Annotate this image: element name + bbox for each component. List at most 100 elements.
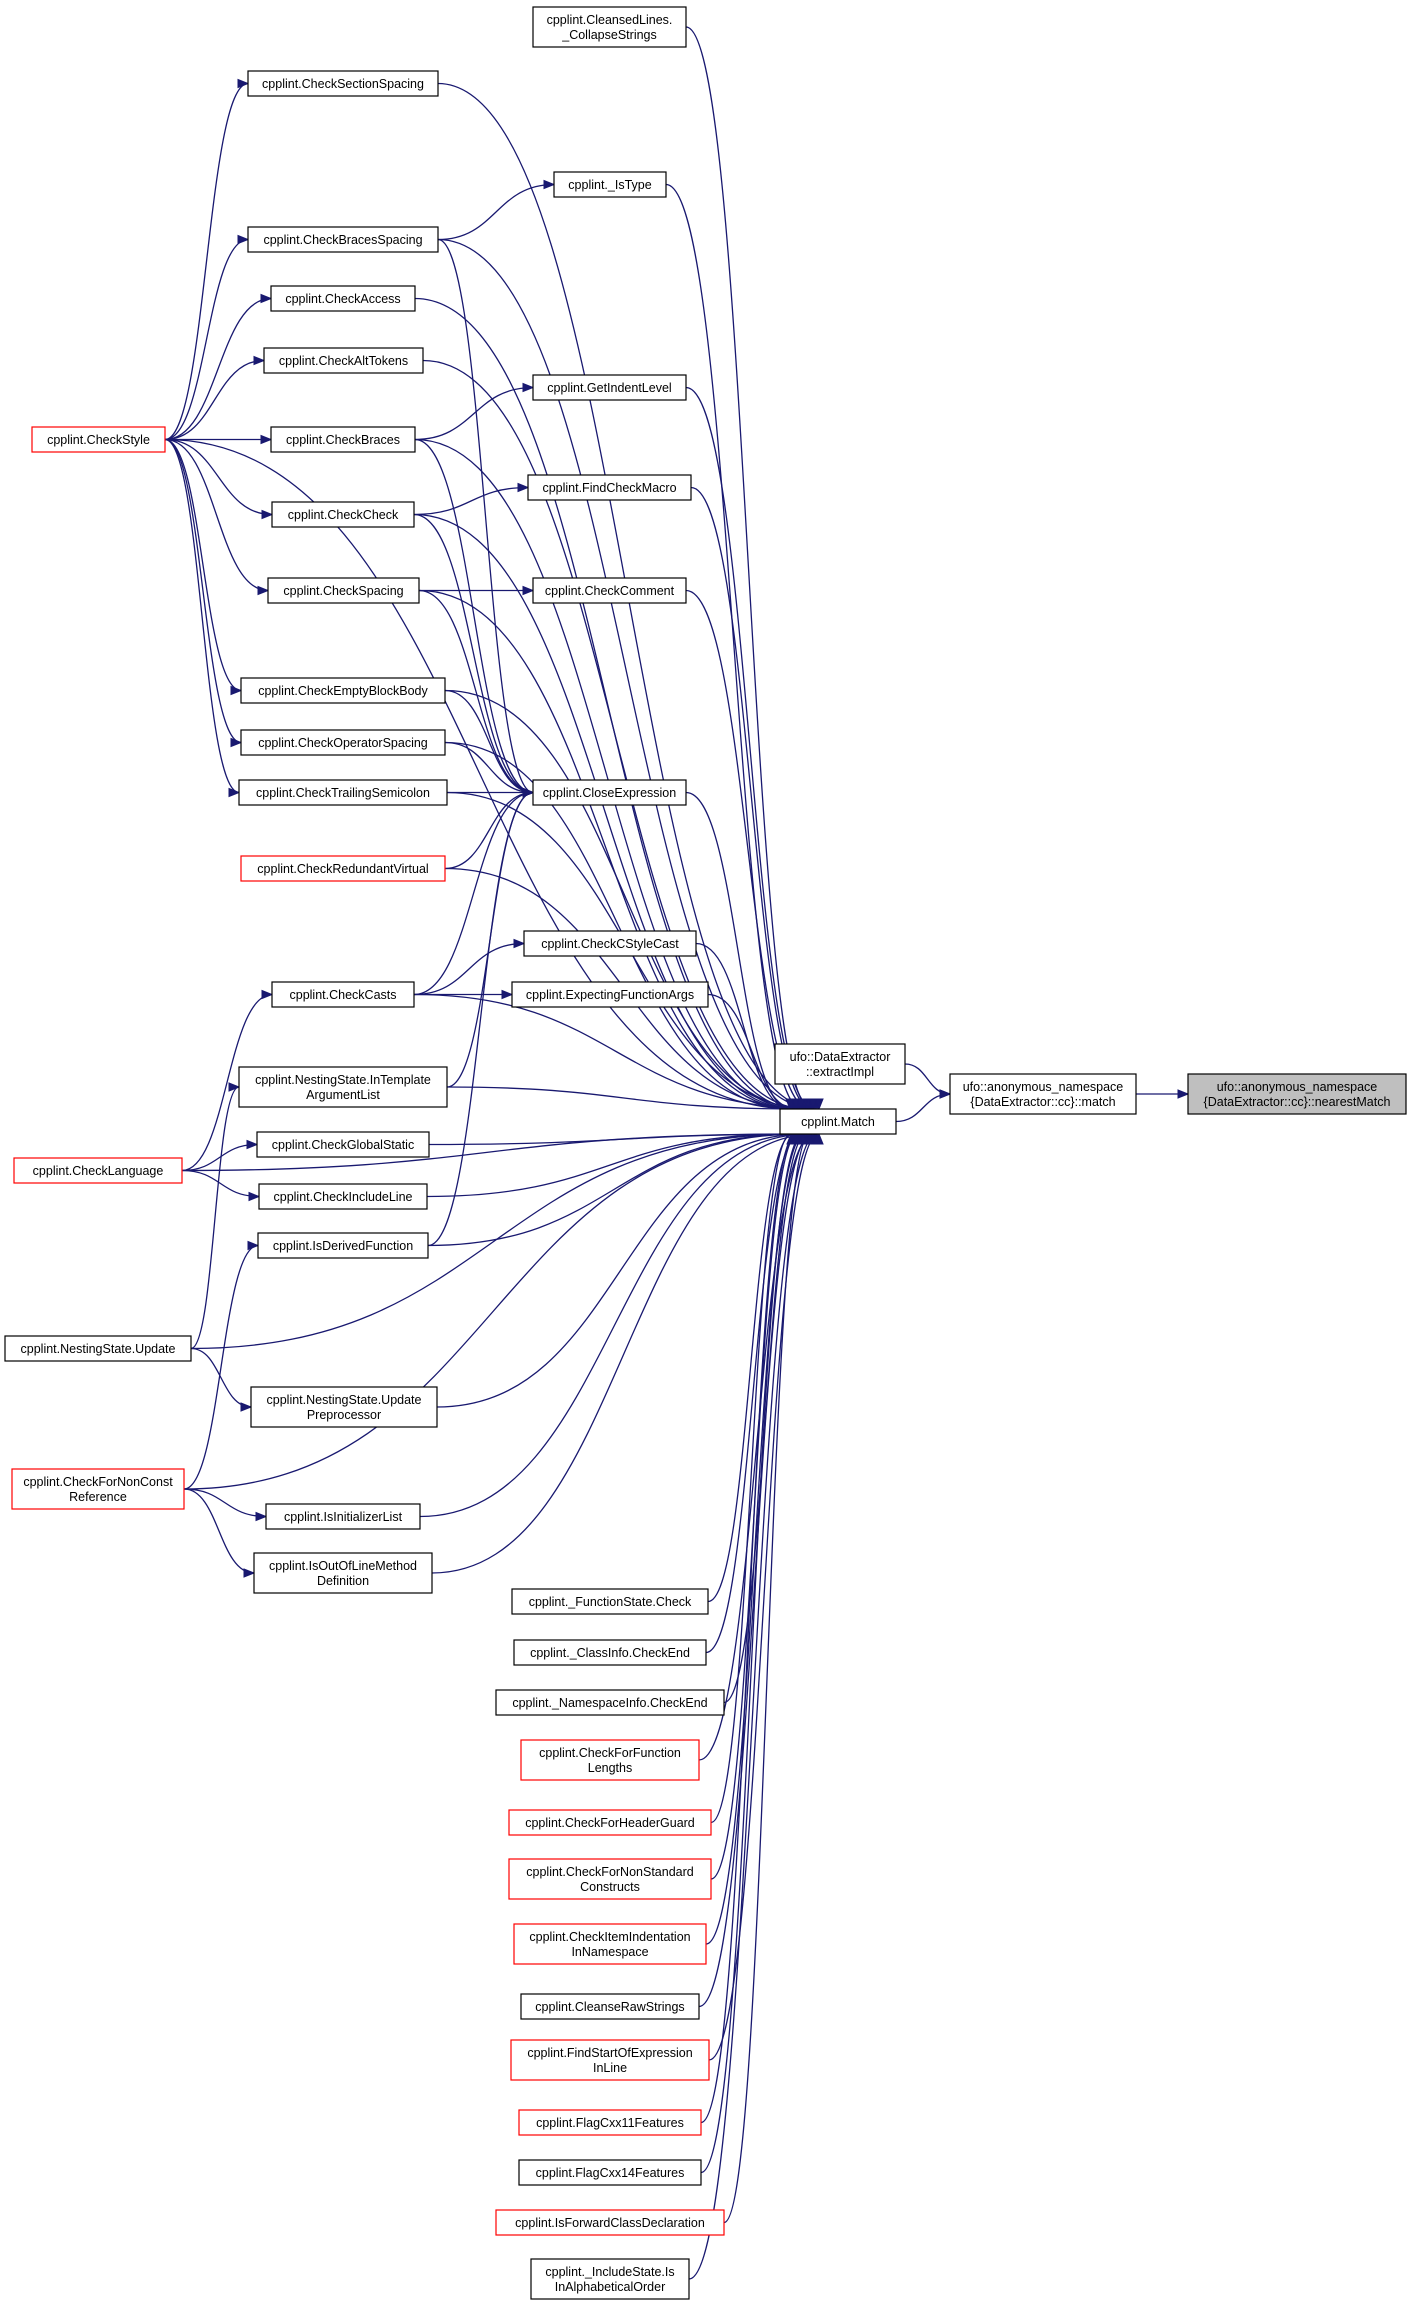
node-check-alt-tokens[interactable]: cpplint.CheckAltTokens bbox=[263, 347, 424, 374]
node-match[interactable]: ufo::anonymous_namespace{DataExtractor::… bbox=[949, 1073, 1137, 1115]
node-in-template-argument-list[interactable]: cpplint.NestingState.InTemplateArgumentL… bbox=[238, 1066, 448, 1108]
node-label-get-indent-level-1: cpplint.GetIndentLevel bbox=[547, 381, 671, 395]
node-flag-cxx14-features[interactable]: cpplint.FlagCxx14Features bbox=[518, 2159, 702, 2186]
edge-check-braces-spacing-to-match bbox=[437, 238, 817, 1110]
edge-flag-cxx14-features-to-match bbox=[700, 1133, 804, 2174]
node-check-comment[interactable]: cpplint.CheckComment bbox=[532, 577, 687, 604]
edge-update-preprocessor-to-match bbox=[436, 1133, 805, 1408]
node-get-indent-level[interactable]: cpplint.GetIndentLevel bbox=[532, 374, 687, 401]
node-find-check-macro[interactable]: cpplint.FindCheckMacro bbox=[527, 474, 692, 501]
node-box-check-empty-block-body bbox=[240, 677, 446, 704]
node-label-flag-cxx11-features-1: cpplint.FlagCxx11Features bbox=[536, 2116, 684, 2130]
node-box-is-forward-class-declaration bbox=[495, 2209, 725, 2236]
node-label-is-out-of-line-method-definition-1: cpplint.IsOutOfLineMethod bbox=[269, 1559, 417, 1573]
node-check-for-header-guard[interactable]: cpplint.CheckForHeaderGuard bbox=[508, 1809, 712, 1836]
node-is-type[interactable]: cpplint._IsType bbox=[553, 171, 667, 198]
node-label-check-trailing-semicolon-1: cpplint.CheckTrailingSemicolon bbox=[256, 786, 430, 800]
node-box-find-check-macro bbox=[527, 474, 692, 501]
node-class-info-check-end[interactable]: cpplint._ClassInfo.CheckEnd bbox=[513, 1639, 707, 1666]
node-box-cleanse-raw-strings bbox=[520, 1993, 700, 2020]
node-box-get-indent-level bbox=[532, 374, 687, 401]
edge-check-style-to-check-check bbox=[164, 438, 273, 516]
node-collapse-strings[interactable]: cpplint.CleansedLines._CollapseStrings bbox=[532, 6, 687, 48]
node-label-find-check-macro-1: cpplint.FindCheckMacro bbox=[542, 481, 676, 495]
node-box-check-casts bbox=[271, 981, 415, 1008]
node-label-check-for-function-lengths-1: cpplint.CheckForFunction bbox=[539, 1746, 681, 1760]
node-check-trailing-semicolon[interactable]: cpplint.CheckTrailingSemicolon bbox=[238, 779, 448, 806]
edge-check-style-to-check-access bbox=[164, 297, 272, 441]
node-check-global-static[interactable]: cpplint.CheckGlobalStatic bbox=[256, 1131, 430, 1158]
node-check-access[interactable]: cpplint.CheckAccess bbox=[270, 285, 416, 312]
node-check-cstyle-cast[interactable]: cpplint.CheckCStyleCast bbox=[523, 930, 697, 957]
edge-is-type-to-match bbox=[665, 183, 803, 1110]
edge-check-for-non-const-reference-to-is-derived-function bbox=[183, 1244, 259, 1490]
node-label-check-include-line-1: cpplint.CheckIncludeLine bbox=[274, 1190, 413, 1204]
edge-check-braces-to-get-indent-level bbox=[414, 386, 534, 441]
node-box-check-braces-spacing bbox=[247, 226, 439, 253]
node-label-check-cstyle-cast-1: cpplint.CheckCStyleCast bbox=[541, 937, 679, 951]
node-label-namespace-info-check-end-1: cpplint._NamespaceInfo.CheckEnd bbox=[512, 1696, 707, 1710]
node-box-collapse-strings bbox=[532, 6, 687, 48]
node-nearest-match[interactable]: ufo::anonymous_namespace{DataExtractor::… bbox=[1187, 1073, 1407, 1115]
node-check-braces[interactable]: cpplint.CheckBraces bbox=[270, 426, 416, 453]
node-cleanse-raw-strings[interactable]: cpplint.CleanseRawStrings bbox=[520, 1993, 700, 2020]
node-box-check-language bbox=[13, 1157, 183, 1184]
node-check-section-spacing[interactable]: cpplint.CheckSectionSpacing bbox=[247, 70, 439, 97]
node-check-redundant-virtual[interactable]: cpplint.CheckRedundantVirtual bbox=[240, 855, 446, 882]
edge-check-for-non-const-reference-to-match bbox=[183, 1133, 803, 1490]
node-box-check-trailing-semicolon bbox=[238, 779, 448, 806]
node-is-initializer-list[interactable]: cpplint.IsInitializerList bbox=[265, 1503, 421, 1530]
node-label-class-info-check-end-1: cpplint._ClassInfo.CheckEnd bbox=[530, 1646, 690, 1660]
node-label-check-redundant-virtual-1: cpplint.CheckRedundantVirtual bbox=[257, 862, 428, 876]
node-check-spacing[interactable]: cpplint.CheckSpacing bbox=[267, 577, 420, 604]
arrowhead-check-language-to-check-casts bbox=[261, 989, 274, 1000]
node-check-check[interactable]: cpplint.CheckCheck bbox=[271, 501, 415, 528]
node-check-casts[interactable]: cpplint.CheckCasts bbox=[271, 981, 415, 1008]
node-check-style[interactable]: cpplint.CheckStyle bbox=[31, 426, 166, 453]
edge-check-include-line-to-match bbox=[426, 1133, 793, 1198]
edge-check-style-to-check-spacing bbox=[164, 438, 269, 592]
node-label-nesting-update-1: cpplint.NestingState.Update bbox=[21, 1342, 176, 1356]
node-check-include-line[interactable]: cpplint.CheckIncludeLine bbox=[258, 1183, 428, 1210]
node-box-class-info-check-end bbox=[513, 1639, 707, 1666]
node-close-expression[interactable]: cpplint.CloseExpression bbox=[532, 779, 687, 806]
node-box-function-state-check bbox=[511, 1588, 709, 1615]
edge-check-spacing-to-close-expression bbox=[418, 589, 534, 794]
node-is-derived-function[interactable]: cpplint.IsDerivedFunction bbox=[257, 1232, 429, 1259]
node-namespace-info-check-end[interactable]: cpplint._NamespaceInfo.CheckEnd bbox=[495, 1689, 725, 1716]
node-function-state-check[interactable]: cpplint._FunctionState.Check bbox=[511, 1588, 709, 1615]
arrowhead-check-style-to-check-braces bbox=[260, 434, 273, 445]
node-is-in-alphabetical-order[interactable]: cpplint._IncludeState.IsInAlphabeticalOr… bbox=[530, 2258, 690, 2300]
node-check-empty-block-body[interactable]: cpplint.CheckEmptyBlockBody bbox=[240, 677, 446, 704]
arrowhead-check-braces-spacing-to-is-type bbox=[543, 179, 556, 190]
node-box-check-access bbox=[270, 285, 416, 312]
node-box-flag-cxx14-features bbox=[518, 2159, 702, 2186]
node-label-check-section-spacing-1: cpplint.CheckSectionSpacing bbox=[262, 77, 424, 91]
node-check-braces-spacing[interactable]: cpplint.CheckBracesSpacing bbox=[247, 226, 439, 253]
node-flag-cxx11-features[interactable]: cpplint.FlagCxx11Features bbox=[518, 2109, 702, 2136]
edge-nesting-update-to-update-preprocessor bbox=[190, 1347, 252, 1408]
node-label-is-in-alphabetical-order-1: cpplint._IncludeState.Is bbox=[545, 2265, 674, 2279]
node-label-function-state-check-1: cpplint._FunctionState.Check bbox=[529, 1595, 692, 1609]
node-box-check-braces bbox=[270, 426, 416, 453]
node-extract-impl[interactable]: ufo::DataExtractor::extractImpl bbox=[774, 1043, 906, 1085]
node-check-language[interactable]: cpplint.CheckLanguage bbox=[13, 1157, 183, 1184]
node-expecting-function-args[interactable]: cpplint.ExpectingFunctionArgs bbox=[511, 981, 709, 1008]
node-check-operator-spacing[interactable]: cpplint.CheckOperatorSpacing bbox=[240, 729, 446, 756]
node-is-forward-class-declaration[interactable]: cpplint.IsForwardClassDeclaration bbox=[495, 2209, 725, 2236]
edge-check-comment-to-match bbox=[685, 589, 811, 1110]
edge-find-check-macro-to-match bbox=[690, 486, 813, 1110]
node-nesting-update[interactable]: cpplint.NestingState.Update bbox=[4, 1335, 192, 1362]
node-box-namespace-info-check-end bbox=[495, 1689, 725, 1716]
node-box-nesting-update bbox=[4, 1335, 192, 1362]
arrowhead-check-spacing-to-check-comment bbox=[522, 585, 535, 596]
node-label-check-braces-1: cpplint.CheckBraces bbox=[286, 433, 400, 447]
node-match[interactable]: cpplint.Match bbox=[779, 1108, 897, 1135]
